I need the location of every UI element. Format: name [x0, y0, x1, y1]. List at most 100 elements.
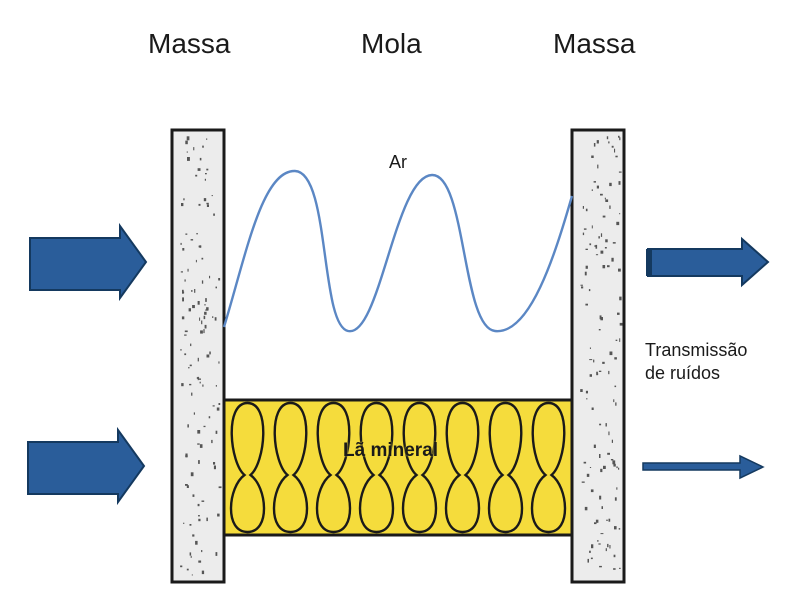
speckle: [605, 423, 607, 427]
speckle: [206, 138, 208, 140]
speckle: [206, 517, 208, 522]
speckle: [613, 554, 616, 558]
speckle: [188, 367, 190, 369]
speckle: [584, 506, 588, 511]
speckle: [583, 228, 587, 230]
speckle: [589, 467, 592, 468]
speckle: [612, 242, 616, 244]
header-center-spring: Mola: [361, 28, 422, 59]
speckle: [609, 205, 611, 209]
speckle: [600, 233, 603, 237]
speckle: [204, 178, 206, 181]
speckle: [593, 181, 596, 183]
incident-arrow-upper: [29, 222, 148, 302]
speckle: [192, 305, 195, 309]
speckle: [193, 147, 195, 151]
speckle: [213, 213, 215, 216]
speckle: [605, 239, 608, 243]
speckle: [190, 239, 194, 241]
speckle: [590, 489, 594, 493]
speckle: [613, 399, 615, 403]
speckle: [191, 574, 193, 576]
speckle: [189, 364, 192, 367]
speckle: [203, 329, 205, 334]
speckle: [197, 168, 201, 171]
speckle: [594, 245, 596, 247]
speckle: [585, 248, 588, 250]
speckle: [591, 225, 593, 229]
speckle: [195, 540, 198, 545]
transmitted-arrow-upper: [647, 236, 770, 288]
speckle: [215, 385, 217, 387]
speckle: [200, 330, 203, 334]
speckle: [217, 513, 220, 517]
speckle: [591, 544, 594, 549]
speckle: [581, 286, 584, 289]
speckle: [184, 330, 188, 333]
speckle: [602, 361, 605, 364]
speckle: [201, 500, 205, 502]
speckle: [204, 304, 206, 306]
incident-arrow-lower: [27, 426, 146, 506]
speckle: [204, 324, 207, 329]
speckle: [611, 145, 614, 148]
speckle: [581, 481, 585, 483]
speckle: [596, 185, 599, 189]
speckle: [599, 423, 602, 426]
speckle: [612, 460, 616, 465]
speckle: [616, 221, 620, 226]
speckle: [197, 357, 199, 362]
speckle: [587, 558, 589, 563]
speckle: [199, 381, 201, 384]
speckle: [183, 522, 185, 524]
speckle: [211, 439, 213, 444]
speckle: [602, 215, 606, 218]
speckle: [187, 268, 189, 272]
speckle: [201, 280, 204, 284]
speckle: [215, 430, 218, 434]
air-wave: [222, 169, 574, 333]
speckle: [598, 236, 600, 239]
speckle: [608, 431, 610, 436]
speckle: [596, 371, 598, 376]
speckle: [597, 164, 599, 169]
speckle: [191, 392, 193, 396]
speckle: [198, 560, 202, 563]
speckle: [190, 343, 192, 347]
fiber-loop: [358, 401, 395, 534]
speckle: [618, 171, 622, 173]
speckle: [197, 301, 200, 305]
speckle: [614, 148, 616, 153]
speckle: [191, 290, 193, 292]
fiber-loop: [401, 401, 438, 534]
speckle: [185, 233, 188, 235]
speckle: [595, 244, 598, 249]
speckle: [593, 444, 596, 448]
speckle: [180, 271, 183, 273]
speckle: [600, 533, 604, 535]
fiber-loop: [487, 401, 524, 534]
speckle: [201, 550, 203, 553]
speckle: [591, 155, 594, 158]
speckle: [589, 359, 593, 361]
speckle: [599, 315, 602, 320]
speckle: [595, 519, 599, 523]
speckle: [606, 136, 609, 140]
speckle: [187, 157, 190, 161]
speckle: [206, 202, 209, 205]
speckle: [213, 465, 216, 470]
speckle: [185, 453, 188, 458]
speckle: [598, 370, 602, 372]
speckle: [187, 424, 189, 428]
speckle: [204, 311, 207, 315]
speckle: [613, 568, 616, 570]
speckle: [582, 206, 584, 209]
speckle: [216, 407, 220, 411]
transmission-label-line1: Transmissão: [645, 340, 748, 360]
speckle: [619, 296, 622, 301]
speckle: [615, 339, 618, 341]
speckle: [603, 465, 606, 469]
speckle: [618, 268, 621, 272]
speckle: [619, 322, 623, 326]
speckle: [181, 203, 184, 207]
